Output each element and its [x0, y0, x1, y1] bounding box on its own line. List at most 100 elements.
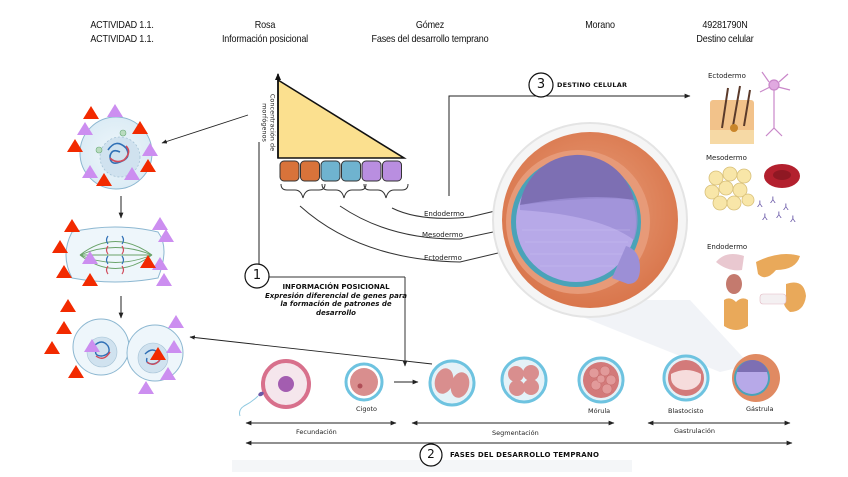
brace-endoderm-group: [280, 183, 326, 199]
section1-number: 1: [252, 268, 262, 283]
mitosis-spindle-cell: [65, 226, 165, 283]
section3-badge: [528, 72, 554, 98]
morphogen-red-triangle-icon: [83, 106, 99, 119]
axis-label-line-2: morfógenos: [261, 103, 269, 142]
student-surname-2: Morano: [585, 19, 615, 31]
section2-badge: [419, 443, 443, 467]
label-endodermo: Endodermo: [424, 210, 465, 218]
stage-2-cell: [428, 359, 476, 407]
zoom-cone: [540, 300, 750, 372]
morphogen-red-triangle-icon: [68, 365, 84, 378]
header-col-4: Morano: [561, 18, 638, 32]
morphogen-red-triangle-icon: [52, 240, 68, 253]
morphogen-purple-triangle-icon: [82, 251, 98, 264]
stage-blastocisto: [662, 354, 710, 402]
section1-description: Expresión diferencial de genes para la f…: [265, 291, 407, 317]
svg-text:⅄: ⅄: [769, 196, 776, 206]
neuron-icon: [759, 71, 791, 137]
axis-label: Concentración de morfógenos: [261, 93, 277, 153]
morphogen-red-triangle-icon: [60, 299, 76, 312]
morphogen-purple-triangle-icon: [152, 217, 168, 230]
phase-label-gastrulacion: Gastrulación: [674, 427, 716, 435]
topic-label: Destino celular: [696, 33, 754, 45]
skin-tissue-icon: [710, 85, 754, 144]
arrow-to-daughter-cells: [189, 335, 433, 365]
activity-label: ACTIVIDAD 1.1.: [90, 33, 154, 45]
daughter-cell-left: [72, 318, 130, 376]
morphogen-red-triangle-icon: [96, 173, 112, 186]
section2-title: FASES DEL DESARROLLO TEMPRANO: [450, 451, 600, 459]
arrow-endodermo: [391, 204, 517, 219]
student-id: 49281790N: [702, 19, 748, 31]
morphogen-red-triangle-icon: [64, 219, 80, 232]
adipocytes-icon: [704, 166, 755, 211]
stage-4-cell: [500, 356, 548, 404]
section2-number: 2: [427, 447, 435, 461]
axis-arrow-icon: [275, 73, 281, 80]
morphogen-triangles: [44, 104, 184, 394]
arrow-destino-celular: [448, 93, 691, 196]
phase-label-segmentacion: Segmentación: [492, 429, 539, 437]
brace-mesoderm-group: [321, 183, 367, 199]
arrow-to-cell: [161, 114, 249, 144]
morphogen-purple-triangle-icon: [158, 229, 174, 242]
morphogen-purple-triangle-icon: [77, 122, 93, 135]
brace-ectoderm-group: [363, 183, 409, 199]
student-surname-1: Gómez: [415, 19, 445, 31]
section1-badge: [244, 263, 270, 289]
morphogen-purple-triangle-icon: [142, 143, 158, 156]
gradient-cell: [300, 160, 320, 182]
topic-label: Fases del desarrollo temprano: [371, 33, 489, 45]
gastrula-embryo-illustration: [492, 122, 750, 372]
gradient-cell: [341, 160, 361, 182]
antibodies-icon: ⅄⅄⅄ ⅄⅄⅄: [756, 196, 796, 225]
stage-morula: [577, 356, 625, 404]
morphogen-red-triangle-icon: [150, 347, 166, 360]
arrow-ectodermo: [299, 205, 516, 263]
stage-label-morula: Mórula: [588, 407, 611, 415]
morphogen-purple-triangle-icon: [168, 315, 184, 328]
gradient-cell: [382, 160, 402, 182]
gradient-cell: [320, 160, 341, 182]
gradient-cell: [279, 160, 300, 182]
morphogen-purple-triangle-icon: [84, 339, 100, 352]
svg-text:⅄: ⅄: [775, 211, 782, 221]
morphogen-purple-triangle-icon: [166, 340, 182, 353]
stage-label-blastocisto: Blastocisto: [668, 407, 704, 415]
arrow-mesodermo: [339, 205, 513, 240]
morphogen-purple-triangle-icon: [152, 257, 168, 270]
stage-label-cigoto: Cigoto: [356, 405, 377, 413]
stage-cigoto: [344, 362, 384, 402]
gradient-triangle: [277, 78, 407, 159]
student-first-name: Rosa: [254, 19, 276, 31]
endoderm-organs-icon: [716, 254, 806, 330]
section3-title: DESTINO CELULAR: [557, 81, 628, 89]
morphogen-red-triangle-icon: [56, 265, 72, 278]
section3-number: 3: [536, 77, 546, 92]
gradient-cells: [279, 160, 402, 182]
svg-text:⅄: ⅄: [789, 215, 796, 225]
section1-info: INFORMACIÓN POSICIONAL Expresión diferen…: [262, 283, 410, 317]
svg-text:⅄: ⅄: [782, 203, 789, 213]
morphogen-red-triangle-icon: [82, 273, 98, 286]
fate-label-ectodermo: Ectodermo: [708, 72, 746, 80]
header-col-1: ACTIVIDAD 1.1. ACTIVIDAD 1.1.: [70, 18, 173, 46]
morphogen-red-triangle-icon: [67, 139, 83, 152]
morphogen-purple-triangle-icon: [138, 381, 154, 394]
header-col-5: 49281790N Destino celular: [682, 18, 768, 46]
morphogen-purple-triangle-icon: [107, 104, 123, 117]
gradient-cell: [361, 160, 382, 182]
red-blood-cell-icon: [764, 164, 800, 188]
svg-text:⅄: ⅄: [761, 213, 768, 223]
activity-label: ACTIVIDAD 1.1.: [90, 19, 154, 31]
fate-label-mesodermo: Mesodermo: [706, 154, 747, 162]
stage-label-gastrula: Gástrula: [746, 405, 774, 413]
label-mesodermo: Mesodermo: [422, 231, 463, 239]
morphogen-red-triangle-icon: [140, 255, 156, 268]
morphogen-purple-triangle-icon: [82, 165, 98, 178]
morphogen-purple-triangle-icon: [156, 273, 172, 286]
svg-text:⅄: ⅄: [756, 200, 763, 210]
stage-gastrula: [732, 354, 780, 402]
axis-label-line-1: Concentración de: [268, 93, 277, 152]
